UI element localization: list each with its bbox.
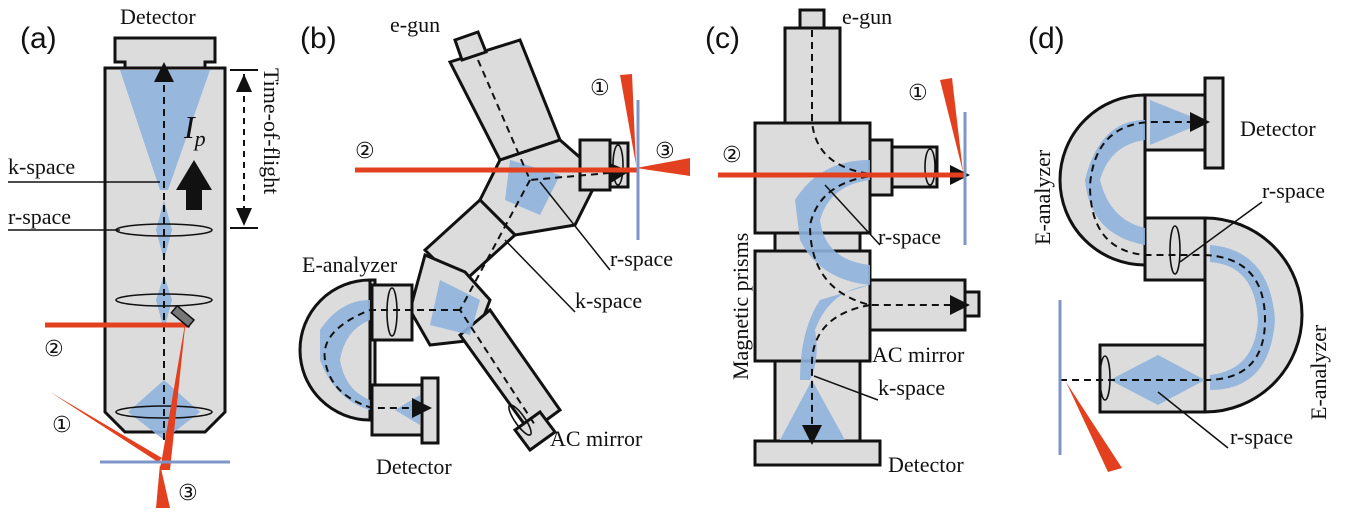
rspace-top-label: r-space <box>1262 178 1325 203</box>
num-2: ② <box>44 337 64 362</box>
analyzer-lens-box <box>370 283 414 342</box>
num-3: ③ <box>178 481 198 506</box>
detector-label: Detector <box>120 4 196 29</box>
lens <box>1169 225 1181 275</box>
detector-label: Detector <box>888 452 964 477</box>
ac-mirror-tip <box>963 290 981 318</box>
lens <box>612 144 624 186</box>
sample-lens <box>890 145 939 189</box>
ray-detector <box>802 304 871 445</box>
rspace-leader <box>539 181 611 271</box>
panel-d-tag: (d) <box>1028 22 1065 55</box>
rspace-top-leader <box>1179 201 1263 263</box>
detector-plate <box>420 376 440 445</box>
mirror <box>170 304 196 328</box>
rspace-label: r-space <box>610 246 673 271</box>
tof-arrow-up-icon <box>236 74 252 92</box>
e-analyzer-left-label: E-analyzer <box>1030 149 1055 245</box>
acmirror-label: AC mirror <box>550 426 643 451</box>
panel-c-tag: (c) <box>705 22 740 55</box>
e-analyzer-right-label: E-analyzer <box>1306 324 1331 420</box>
tof-label: Time-of-flight <box>259 68 284 194</box>
panel-c: (c) e-gun ② ① Magnetic prisms r-space AC… <box>705 4 981 477</box>
prisms-label: Magnetic prisms <box>728 233 753 380</box>
lens <box>924 148 936 186</box>
laser-1 <box>620 74 636 165</box>
ac-mirror-tip <box>512 409 558 453</box>
rspace-bottom-leader <box>1157 391 1229 449</box>
egun-tip <box>453 30 488 62</box>
lens <box>386 287 398 337</box>
beam-top <box>1085 120 1145 245</box>
ray-path <box>1060 112 1267 381</box>
num-2: ② <box>722 143 742 168</box>
detector-cap <box>113 36 217 70</box>
middle-lens-box <box>1143 216 1207 282</box>
beam-lower <box>800 285 870 380</box>
egun-label: e-gun <box>390 12 440 37</box>
laser-1 <box>50 392 162 462</box>
rspace-label: r-space <box>8 204 71 229</box>
num-1: ① <box>590 76 610 101</box>
laser-reflection <box>160 318 186 470</box>
tof-arrow-down-icon <box>236 208 252 226</box>
beam-cone <box>120 70 210 190</box>
kspace-label: k-space <box>8 154 75 179</box>
e-analyzer-bottom <box>1203 216 1304 414</box>
panel-d: (d) Detector E-analyzer E-analyzer r-spa… <box>1028 22 1331 472</box>
panel-a-tag: (a) <box>20 22 57 55</box>
rspace-label: r-space <box>878 224 941 249</box>
ac-mirror-arm <box>457 307 563 435</box>
sample-lens-housing <box>868 138 894 197</box>
lens <box>1099 355 1111 401</box>
current-arrow-icon <box>176 160 212 210</box>
detector-plate <box>1203 76 1225 170</box>
num-1: ① <box>908 81 928 106</box>
current-symbol: Ip <box>183 109 206 151</box>
kspace-label: k-space <box>878 375 945 400</box>
panel-b-tag: (b) <box>300 22 337 55</box>
num-1: ① <box>52 413 72 438</box>
acmirror-label: AC mirror <box>872 342 965 367</box>
lens <box>115 405 213 419</box>
detector-label: Detector <box>1240 116 1316 141</box>
rspace-bottom-label: r-space <box>1230 424 1293 449</box>
lens <box>508 404 532 436</box>
laser-1 <box>940 78 963 172</box>
kspace-leader <box>813 375 879 401</box>
ray-analyzer <box>323 309 460 418</box>
laser-3 <box>156 464 170 508</box>
rspace-leader <box>824 184 881 246</box>
lens <box>115 293 213 307</box>
num-3: ③ <box>655 139 675 164</box>
kspace-label: k-space <box>575 288 642 313</box>
num-2: ② <box>355 139 375 164</box>
panel-b: (b) e-gun <box>298 12 690 479</box>
kspace-leader <box>504 239 576 313</box>
panel-a: (a) Detector Ip Time-of-flight k-space r… <box>8 4 284 508</box>
laser-3 <box>636 158 690 176</box>
detector-label: Detector <box>376 454 452 479</box>
e-analyzer-label: E-analyzer <box>302 252 398 277</box>
egun-label: e-gun <box>842 4 892 29</box>
sample-lens-housing <box>578 138 612 192</box>
laser-beam <box>1066 382 1122 472</box>
egun-tip <box>798 8 826 30</box>
detector-plate <box>753 439 882 467</box>
